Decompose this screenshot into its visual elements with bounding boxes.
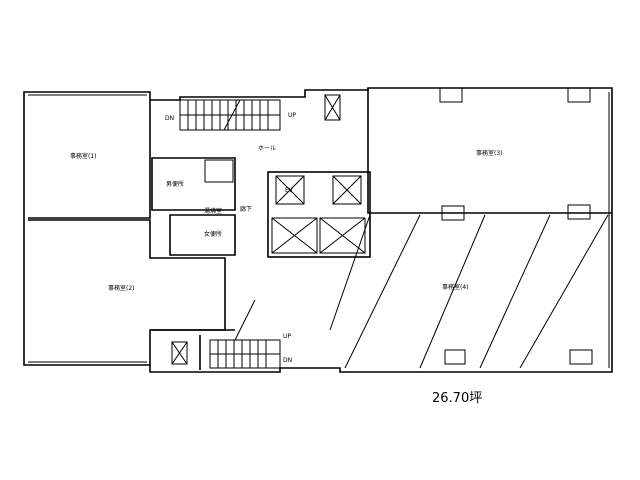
- outer-walls: [23, 87, 613, 373]
- womens-toilet-label: 女便所: [204, 230, 222, 238]
- up-label-bottom: UP: [283, 333, 291, 340]
- dn-label-top: DN: [165, 115, 174, 122]
- mens-toilet-label: 男便所: [166, 180, 184, 188]
- office-3-label: 事務室(3): [476, 149, 503, 157]
- corridor-label: 廊下: [240, 205, 252, 213]
- toilets: 男便所 湯沸室 女便所 廊下: [151, 157, 252, 256]
- area-label: 26.70坪: [432, 391, 483, 406]
- office-2-label: 事務室(2): [108, 284, 135, 292]
- office-4: 事務室(4): [234, 214, 609, 369]
- office-1-label: 事務室(1): [70, 152, 97, 160]
- office-1: 事務室(1): [28, 100, 151, 219]
- elevator-shafts: EV: [267, 171, 371, 258]
- kitchenette-label: 湯沸室: [204, 207, 222, 215]
- office-3: 事務室(3): [367, 87, 612, 221]
- ev-label: EV: [285, 187, 294, 194]
- office-4-label: 事務室(4): [442, 283, 469, 291]
- bottom-stairs: UP DN: [150, 329, 292, 370]
- dn-label-bottom: DN: [283, 357, 292, 364]
- duct-shaft: [324, 94, 341, 121]
- office-2: 事務室(2): [28, 219, 226, 365]
- top-stairs: DN UP: [165, 99, 296, 131]
- up-label-top: UP: [288, 112, 296, 119]
- hall-label: ホール: [258, 145, 276, 152]
